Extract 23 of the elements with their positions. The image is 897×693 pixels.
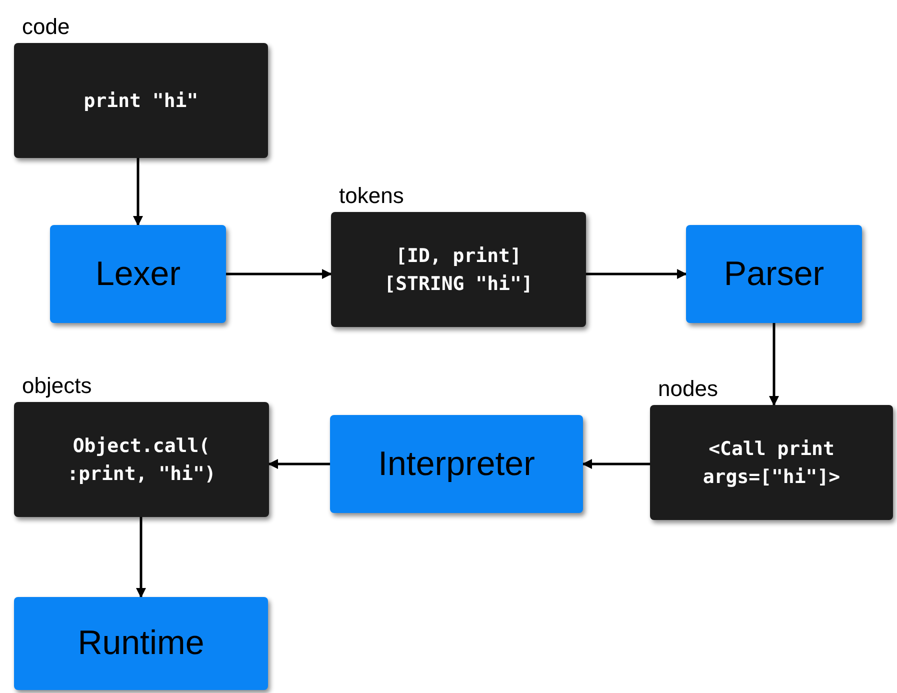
- box-heading: code: [22, 13, 70, 41]
- arrow: [586, 269, 687, 279]
- code-text: [ID, print] [STRING "hi"]: [383, 244, 534, 296]
- code-text: <Call print args=["hi"]>: [702, 436, 842, 490]
- process-box: [330, 415, 583, 513]
- arrow: [226, 269, 332, 279]
- stage-label: Interpreter: [378, 444, 535, 484]
- code-text: print "hi": [84, 88, 198, 114]
- arrow: [133, 158, 143, 226]
- box-heading: tokens: [339, 182, 404, 210]
- arrow: [136, 517, 146, 598]
- process-box: [14, 597, 268, 690]
- code-text: Object.call( :print, "hi"): [66, 434, 217, 486]
- stage-label: Lexer: [95, 254, 181, 294]
- process-box: [50, 225, 226, 323]
- arrow: [582, 459, 650, 469]
- stage-label: Runtime: [78, 623, 204, 664]
- box-heading: objects: [22, 372, 92, 400]
- stage-label: Parser: [724, 254, 824, 294]
- box-heading: nodes: [658, 375, 718, 403]
- arrow: [769, 323, 779, 406]
- process-box: [686, 225, 862, 323]
- arrow: [268, 459, 330, 469]
